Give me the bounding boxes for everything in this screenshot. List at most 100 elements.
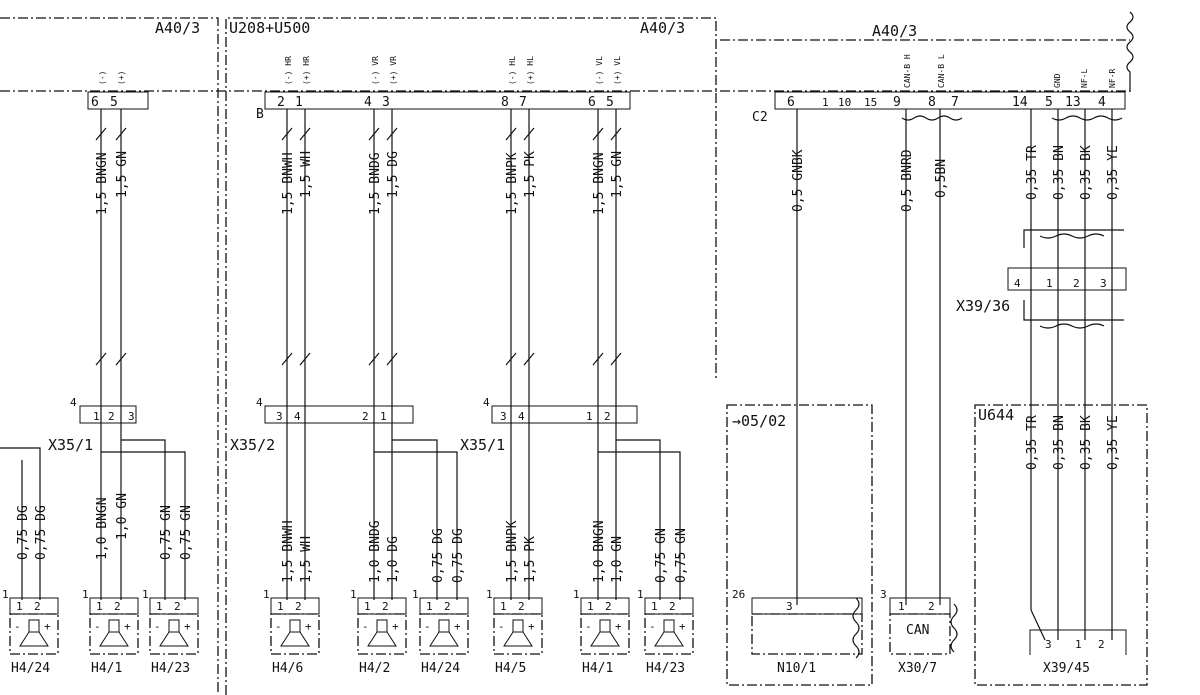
frame-u208-u500: U208+U500 A40/3 (225, 17, 717, 695)
wire-label: 1,5 BNWH (281, 520, 296, 583)
connector-x30-7: 3 1 2 CAN X30/7 (880, 588, 958, 676)
wire-label: 0,35 BN (1052, 145, 1067, 200)
pin-label: 2 (518, 600, 525, 613)
pin-label: 1 (637, 588, 644, 601)
polarity-label: - (94, 620, 101, 633)
wire-label: 1,5 BNWH (281, 152, 296, 215)
signal-label: (-) HR (284, 56, 293, 85)
pin-label: 2 (114, 600, 121, 613)
pin-label: 1 (16, 600, 23, 613)
wire-label: 1,0 GN (610, 536, 625, 583)
pin-label: 3 (276, 410, 283, 423)
signal-label: NF-R (1108, 69, 1117, 88)
pin-label: 3 (786, 600, 793, 613)
signal-label: (-) (98, 71, 107, 85)
wire-label: 0,75 DG (16, 505, 31, 560)
pin-label: 2 (604, 410, 611, 423)
polarity-label: - (362, 620, 369, 633)
wire-labels-lower: 0,75 DG 0,75 DG 1,0 BNGN 1,0 GN 0,75 GN … (16, 415, 1121, 583)
wire-label: 0,75 DG (34, 505, 49, 560)
pin-label: 4 (70, 396, 77, 409)
module-label: N10/1 (777, 661, 816, 676)
module-label: X39/45 (1043, 661, 1090, 676)
polarity-label: - (585, 620, 592, 633)
pin-label: 15 (864, 96, 877, 109)
speaker-label: H4/23 (151, 661, 190, 676)
wire-label: 0,35 BK (1079, 145, 1094, 200)
polarity-label: - (498, 620, 505, 633)
pin-label: 2 (444, 600, 451, 613)
wire-label: 1,5 BNDG (368, 152, 383, 215)
pin-label: 4 (294, 410, 301, 423)
pin-label: 4 (483, 396, 490, 409)
pin-label: 10 (838, 96, 851, 109)
polarity-label: + (305, 620, 312, 633)
pin-label: 3 (128, 410, 135, 423)
pin-label: 1 (277, 600, 284, 613)
pin-label: 2 (669, 600, 676, 613)
frame-label-a40: A40/3 (640, 19, 685, 37)
connector-b: B 2 1 4 3 8 7 6 5 (-) HR (+) HR (-) VR (… (256, 56, 631, 122)
connector-label: X35/2 (230, 436, 275, 454)
pin-label: 1 (651, 600, 658, 613)
polarity-label: + (615, 620, 622, 633)
reference-label: →05/02 (732, 412, 786, 430)
pin-label: 1 (822, 96, 829, 109)
wire-label: 1,5 BNGN (95, 152, 110, 215)
wire-label: 1,5 BNGN (592, 152, 607, 215)
speaker-label: H4/1 (582, 661, 613, 676)
speaker-label: H4/2 (359, 661, 390, 676)
pin-label: 2 (928, 600, 935, 613)
wire-label: 0,75 GN (159, 505, 174, 560)
pin-label: 8 (501, 95, 509, 110)
wire-label: 1,5 WH (299, 536, 314, 583)
polarity-label: + (679, 620, 686, 633)
connector-c2: C2 6 1 10 15 9 8 7 14 5 13 4 CAN-B H CAN… (752, 54, 1126, 125)
wire-label: 0,35 YE (1106, 145, 1121, 200)
wire-label: 0,75 DG (431, 528, 446, 583)
frame-a40-left: A40/3 (0, 17, 219, 695)
connector-label: B (256, 107, 264, 122)
frame-label: A40/3 (155, 19, 200, 37)
wire-label: 1,5 DG (386, 151, 401, 198)
pin-label: 1 (586, 410, 593, 423)
signal-label: (+) VL (613, 56, 622, 85)
module-label: X30/7 (898, 661, 937, 676)
wire-label: 0,5 BNRD (900, 149, 915, 212)
pin-label: 1 (500, 600, 507, 613)
wire-label: 1,5 WH (299, 151, 314, 198)
pin-label: 2 (362, 410, 369, 423)
signal-label: (-) VR (371, 56, 380, 85)
connector-label: C2 (752, 110, 768, 125)
pin-label: 3 (500, 410, 507, 423)
pin-label: 3 (382, 95, 390, 110)
speaker-icon (590, 619, 620, 647)
speaker-icon (654, 619, 684, 647)
wire-label: 0,35 YE (1106, 415, 1121, 470)
wire-label: 0,35 TR (1025, 145, 1040, 200)
speaker-label: H4/6 (272, 661, 303, 676)
pin-label: 1 (1046, 277, 1053, 290)
bus-label: CAN (906, 623, 929, 638)
pin-label: 5 (1045, 95, 1053, 110)
pin-label: 13 (1065, 95, 1081, 110)
polarity-label: + (184, 620, 191, 633)
pin-label: 1 (295, 95, 303, 110)
pin-label: 4 (1014, 277, 1021, 290)
wire-label: 1,0 BNDG (368, 520, 383, 583)
wire-label: 0,35 TR (1025, 415, 1040, 470)
speaker-icon (99, 619, 129, 647)
frame-label: A40/3 (872, 22, 917, 40)
pin-label: 6 (787, 95, 795, 110)
signal-label: GND (1053, 73, 1062, 88)
speaker-label: H4/24 (421, 661, 460, 676)
pin-label: 1 (2, 588, 9, 601)
pin-label: 4 (1098, 95, 1106, 110)
pin-label: 2 (108, 410, 115, 423)
